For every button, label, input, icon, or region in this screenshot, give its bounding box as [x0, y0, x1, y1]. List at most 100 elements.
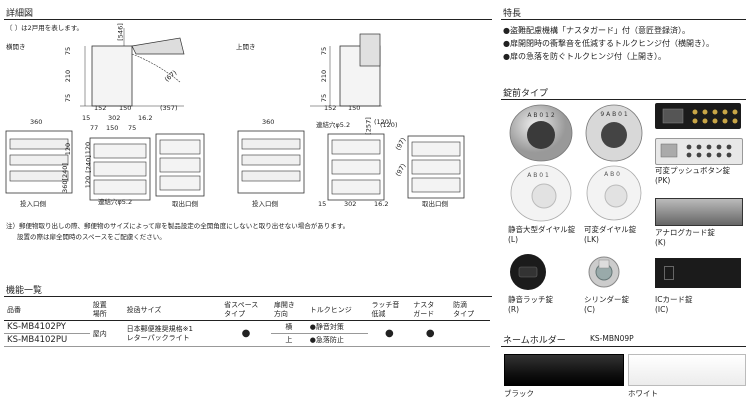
cylinder-lock-icon: [588, 256, 620, 288]
th-dir: 扉開き 方向: [270, 300, 307, 321]
dim-rplan-15: 15: [318, 200, 327, 208]
svg-text:A B 0: A B 0: [604, 171, 620, 178]
dim-mid-302: 302: [108, 114, 121, 122]
th-code: 品番: [4, 300, 90, 321]
dim-top-152: 152: [324, 104, 337, 112]
side-open-drawing: [80, 28, 185, 107]
svg-text:9 A B 0 1: 9 A B 0 1: [600, 111, 627, 118]
dim-top-120: (120): [374, 118, 392, 126]
push-button-keys-icon: [662, 108, 738, 124]
lock-l-label: 静音大型ダイヤル錠: [508, 225, 576, 234]
plan-middle: [89, 133, 205, 201]
dial-lock-white-lk-icon: A B 0: [586, 165, 642, 221]
dim-mid-150: 150: [106, 124, 119, 132]
lock-k-code: (K): [655, 238, 666, 247]
install-note-1: 注）郵便物取り出しの際、郵便物のサイズによって扉を製品設定の全開角度にしないと取…: [6, 222, 350, 230]
top-open-label: 上開き: [236, 43, 256, 51]
locks-title: 錠前タイプ: [503, 89, 549, 99]
dim-rplan-302: 302: [344, 200, 357, 208]
lock-pk-label: 可変プッシュボタン錠: [655, 166, 730, 175]
dim-rplan-16-2: 16.2: [374, 200, 389, 208]
dim-top-75a: 75: [320, 46, 329, 56]
dim-rplan-360: 360: [262, 118, 275, 126]
dim-plan-120: 120: [64, 142, 73, 156]
lock-pk-code: (PK): [655, 176, 671, 185]
push-button-keys-lower-icon: [660, 143, 732, 158]
row-space: ●: [221, 320, 271, 347]
nameholder-code: KS-MBN09P: [590, 334, 634, 343]
nameholder-white-image: [628, 354, 746, 386]
nameholder-black-image: [504, 354, 624, 386]
svg-text:A B 0 1 2: A B 0 1 2: [527, 112, 554, 119]
dim-rplan-120: (120): [380, 121, 398, 129]
lock-k-label: アナログカード錠: [655, 228, 715, 237]
function-title: 機能一覧: [6, 286, 43, 296]
th-hinge: トルクヒンジ: [306, 300, 369, 321]
plan-right-insert: [237, 130, 305, 194]
th-space: 省スペース タイプ: [221, 300, 271, 321]
rplan-takeout-label: 取出口側: [422, 200, 448, 208]
row2-dir: 上: [270, 333, 307, 347]
dim-mid-15: 15: [82, 114, 91, 122]
side-open-label: 横開き: [6, 43, 26, 51]
dim-mid-77: 77: [90, 124, 99, 132]
lock-r-code: (R): [508, 305, 520, 314]
locks-title-rule: [501, 99, 746, 100]
th-drip: 防滴 タイプ: [450, 300, 490, 321]
lock-lk-code: (LK): [584, 235, 599, 244]
dim-mid-120b: 120: [84, 175, 93, 189]
features-title: 特長: [503, 9, 522, 19]
row1-hinge: ●静音対策: [306, 320, 369, 334]
dial-lock-white-l-icon: A B 0 1: [510, 164, 572, 222]
lock-c-code: (C): [584, 305, 596, 314]
dim-mid-120a: 120: [84, 141, 93, 155]
dim-plan-360: 360: [30, 118, 43, 126]
top-open-drawing: [310, 33, 382, 107]
row1-dir: 横: [270, 320, 307, 334]
rplan-insert-label: 投入口側: [252, 200, 278, 208]
plan-insert-label: 投入口側: [20, 200, 46, 208]
function-header-row: 品番 設置 場所 投函サイズ 省スペース タイプ 扉開き 方向 トルクヒンジ ラ…: [4, 300, 490, 321]
row2-hinge: ●急落防止: [306, 333, 369, 347]
th-size: 投函サイズ: [123, 300, 222, 321]
detail-title: 詳細図: [6, 9, 34, 19]
row-nasta: ●: [410, 320, 451, 347]
lock-ic-code: (IC): [655, 305, 669, 314]
row2-code: KS-MB4102PU: [4, 333, 90, 347]
dial-lock-variable-icon: 9 A B 0 1: [585, 104, 643, 162]
dim-side-75b: 75: [64, 93, 73, 103]
dim-top-75b: 75: [320, 93, 329, 103]
dim-side-357: (357): [160, 104, 178, 112]
th-place: 設置 場所: [89, 300, 124, 321]
nameholder-white-label: ホワイト: [628, 389, 658, 398]
function-table: 品番 設置 場所 投函サイズ 省スペース タイプ 扉開き 方向 トルクヒンジ ラ…: [4, 300, 490, 347]
table-row: KS-MB4102PU 上 ●急落防止: [4, 333, 490, 347]
dim-mid-75: 75: [128, 124, 137, 132]
dim-plan-360-240: 360[240]: [60, 163, 69, 193]
features-title-rule: [501, 19, 746, 20]
feature-item-1: ●盗難配慮機構「ナスタガード」付（意匠登録済）。: [503, 26, 690, 35]
dim-mid-240: [240]: [84, 155, 93, 173]
dim-rplan-257: [257]: [364, 117, 373, 135]
nameholder-title: ネームホルダー: [503, 336, 566, 346]
dim-side-150: 150: [119, 104, 132, 112]
dim-side-546: [546]: [116, 23, 125, 41]
dim-top-150: 150: [348, 104, 361, 112]
plan-insert-side: [5, 130, 73, 194]
bracket-note: 〔 〕は2戸用を表します。: [6, 24, 84, 32]
row-drip: [450, 320, 490, 347]
lock-ic-label: ICカード錠: [655, 295, 693, 304]
lock-lk-label: 可変ダイヤル錠: [584, 225, 637, 234]
rplan-hole-label: 連結穴φ5.2: [316, 121, 351, 129]
ic-card-slot-icon: [664, 266, 674, 280]
nameholder-black-label: ブラック: [504, 389, 534, 398]
feature-item-3: ●扉の急落を防ぐトルクヒンジ付（上開き）。: [503, 52, 666, 61]
dim-side-152: 152: [94, 104, 107, 112]
detail-title-rule: [4, 19, 492, 20]
row-place: 屋内: [89, 320, 124, 347]
lock-r-label: 静音ラッチ錠: [508, 295, 553, 304]
plan-takeout-label: 取出口側: [172, 200, 198, 208]
lock-l-code: (L): [508, 235, 519, 244]
ic-card-lock-icon: [655, 258, 741, 288]
analog-card-lock-icon: [655, 198, 743, 226]
